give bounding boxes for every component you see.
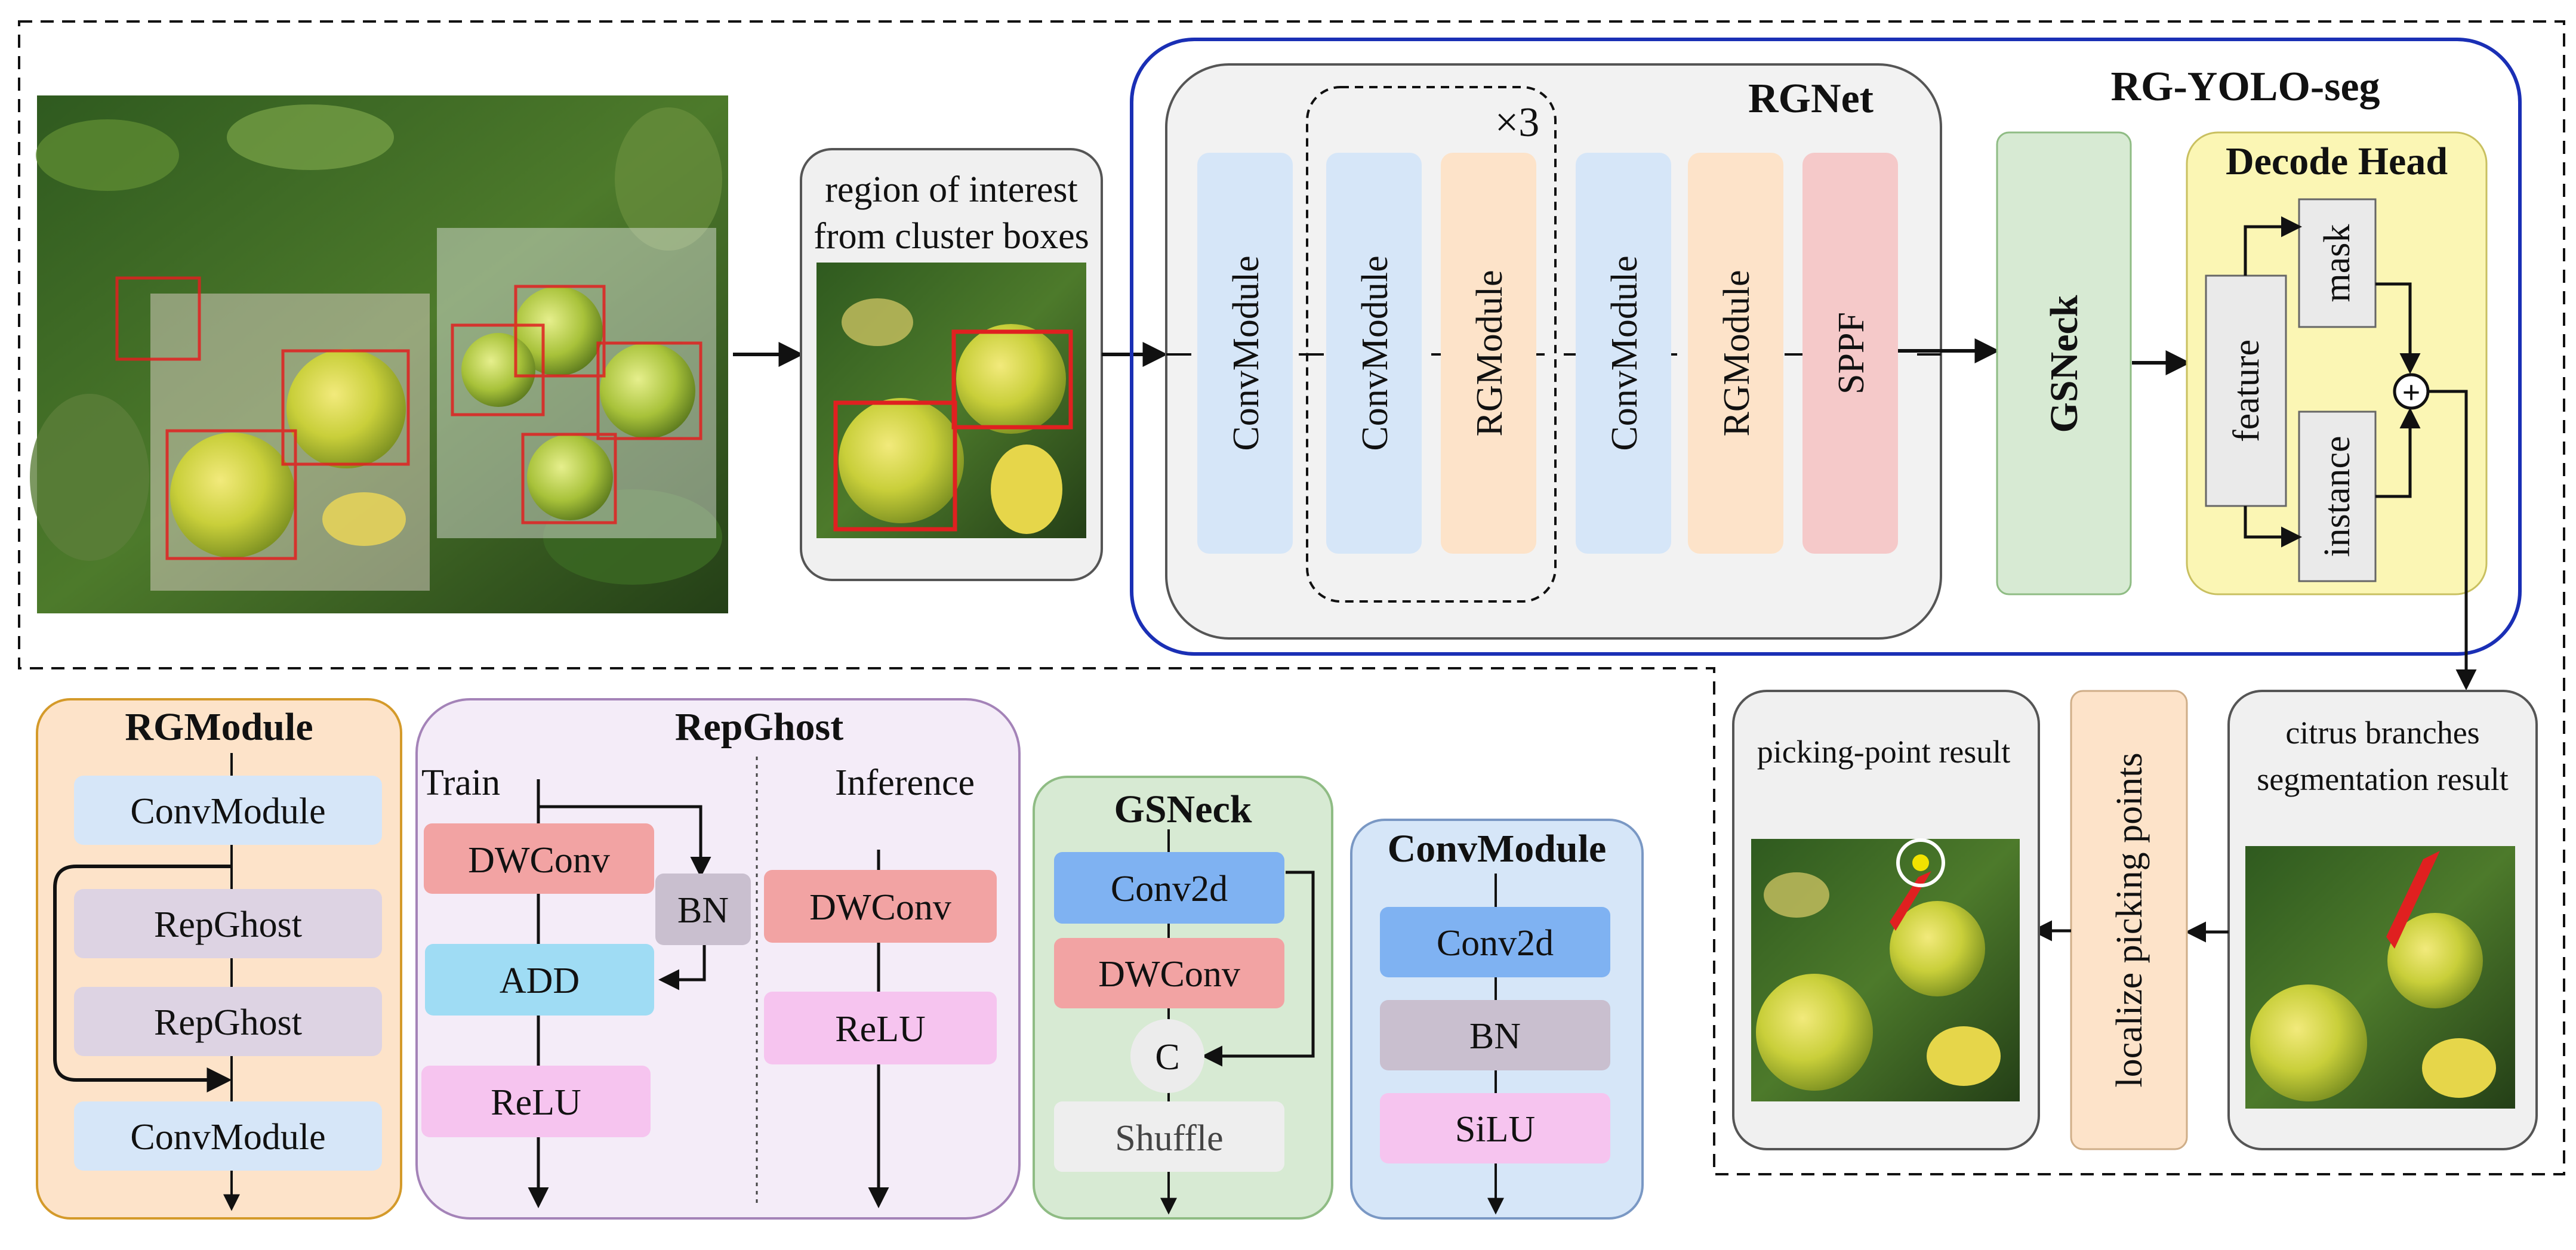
decode-head: Decode Head feature mask instance + (2186, 131, 2488, 690)
plus-symbol: + (2402, 375, 2421, 411)
gsneck-detail-panel: GSNeck Conv2d DWConv C Shuffle (1033, 776, 1333, 1220)
segmentation-result-panel: citrus branches segmentation result (2227, 690, 2538, 1150)
train-relu-label: ReLU (491, 1082, 581, 1123)
train-label: Train (421, 763, 500, 803)
rgmodule-item-3: RepGhost (154, 1002, 302, 1043)
roi-panel: region of interest from cluster boxes (800, 148, 1103, 581)
convmodule-silu-label: SiLU (1455, 1109, 1535, 1150)
rgnet-panel: RGNet ×3 ConvModule ConvModule RGModule … (1165, 63, 1942, 640)
rgnet-block-2: ConvModule (1355, 255, 1395, 450)
roi-caption-line1: region of interest (825, 169, 1078, 210)
rg-yolo-seg-frame (1130, 38, 2522, 656)
instance-label: instance (2317, 436, 2358, 557)
outer-dashed-boundary (18, 20, 2565, 1175)
repghost-title: RepGhost (675, 705, 843, 749)
gsneck-dwconv-label: DWConv (1098, 954, 1240, 995)
train-bn-label: BN (677, 890, 729, 931)
framework-title: RG-YOLO-seg (2110, 64, 2380, 110)
picking-point-caption: picking-point result (1757, 734, 2010, 770)
localize-picking-points-block: localize picking points (2070, 690, 2188, 1150)
rgmodule-panel: RGModule ConvModule RepGhost RepGhost Co… (36, 698, 402, 1220)
rgnet-block-5: RGModule (1717, 270, 1757, 437)
convmodule-bn-label: BN (1469, 1016, 1521, 1057)
convmodule-detail-panel: ConvModule Conv2d BN SiLU (1350, 819, 1644, 1220)
train-dwconv-label: DWConv (468, 840, 610, 881)
segmentation-caption-line2: segmentation result (2257, 761, 2508, 797)
inference-dwconv-label: DWConv (809, 887, 951, 928)
gsneck-conv2d-label: Conv2d (1111, 869, 1228, 909)
rgnet-title: RGNet (1748, 76, 1874, 122)
repghost-panel: RepGhost Train Inference DWConv BN ADD R… (415, 698, 1021, 1220)
rgnet-block-3: RGModule (1469, 270, 1510, 437)
gsneck-concat-label: C (1155, 1037, 1179, 1078)
decode-head-title: Decode Head (2226, 140, 2448, 183)
rgnet-block-1: ConvModule (1226, 255, 1267, 450)
inference-relu-label: ReLU (835, 1009, 926, 1050)
gsneck-label: GSNeck (2042, 295, 2086, 433)
rgmodule-item-1: ConvModule (130, 791, 325, 832)
localize-picking-points-label: localize picking points (2109, 752, 2150, 1087)
picking-point-result-panel: picking-point result (1732, 690, 2040, 1150)
roi-caption-line2: from cluster boxes (814, 216, 1089, 257)
convmodule-detail-title: ConvModule (1388, 827, 1607, 871)
rgmodule-item-4: ConvModule (130, 1117, 325, 1158)
gsneck-detail-title: GSNeck (1114, 788, 1252, 831)
mask-label: mask (2317, 224, 2358, 303)
gsneck-block: GSNeck (1996, 131, 2132, 595)
convmodule-conv2d-label: Conv2d (1437, 923, 1554, 964)
train-add-label: ADD (500, 961, 580, 1001)
feature-label: feature (2226, 339, 2267, 442)
rgmodule-title: RGModule (125, 705, 313, 749)
input-image (30, 95, 728, 613)
rgnet-block-4: ConvModule (1604, 255, 1645, 450)
gsneck-shuffle-label: Shuffle (1115, 1118, 1223, 1159)
inference-label: Inference (835, 763, 975, 803)
rgnet-block-6: SPPF (1831, 312, 1872, 394)
rgmodule-item-2: RepGhost (154, 905, 302, 945)
segmentation-caption-line1: citrus branches (2285, 715, 2479, 751)
repeat-label: ×3 (1495, 100, 1539, 146)
